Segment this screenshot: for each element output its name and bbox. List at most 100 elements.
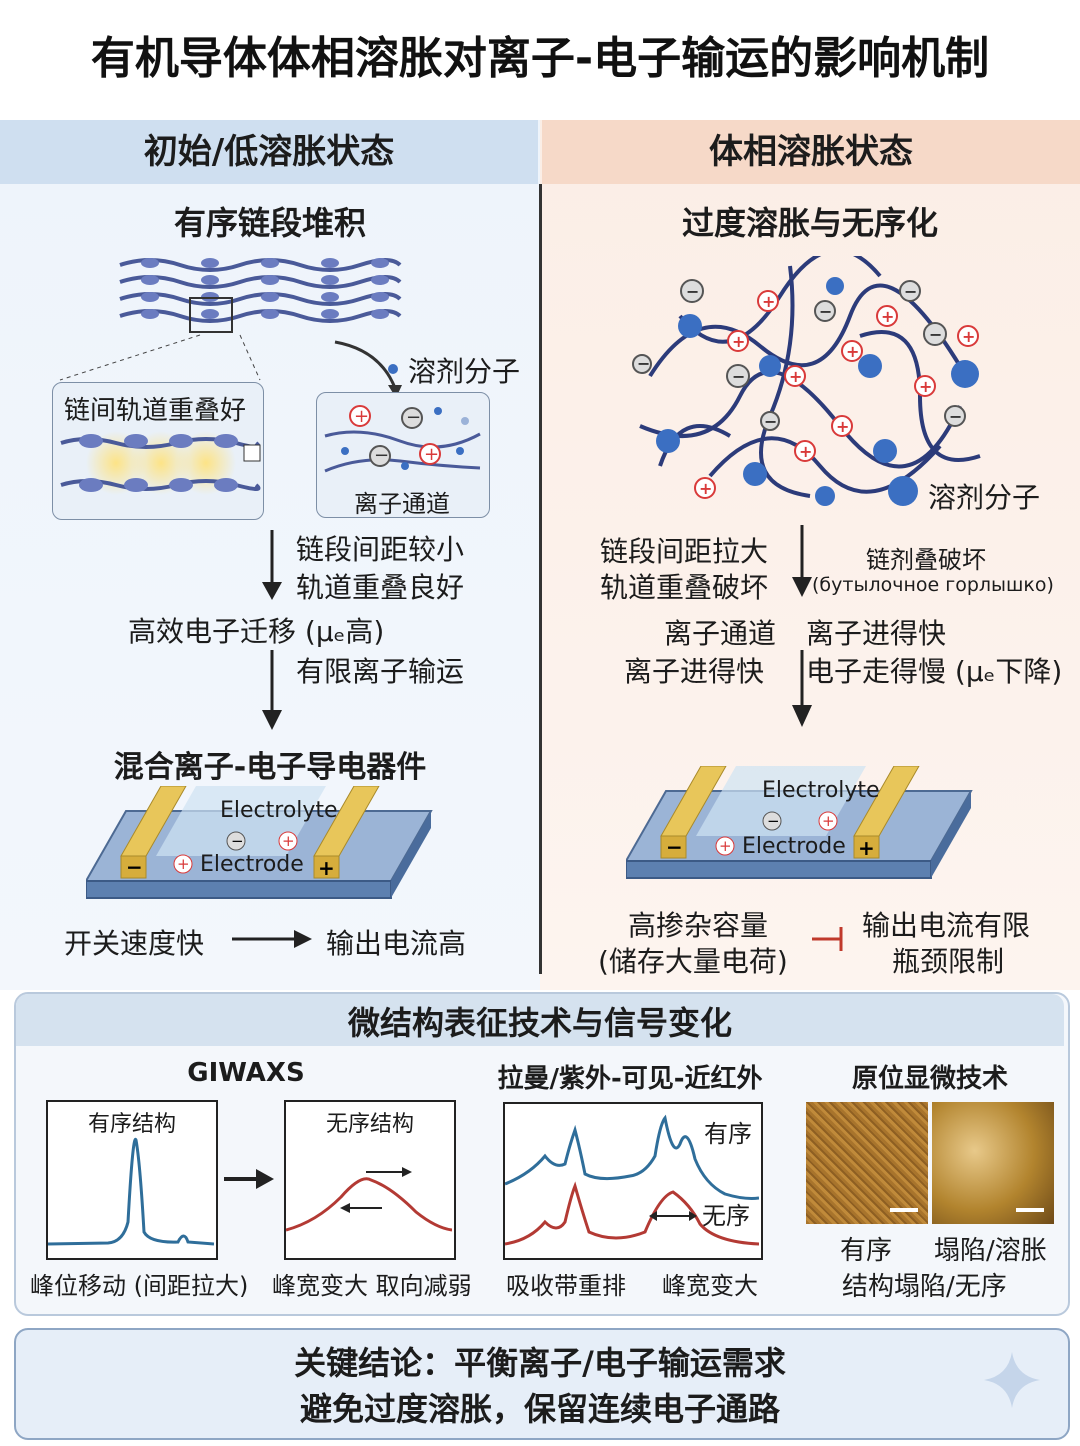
giwaxs-caption-2: 峰宽变大 取向减弱 (272, 1272, 472, 1300)
svg-text:−: − (949, 407, 962, 426)
right-electrolyte-label: Electrolyte (762, 778, 880, 803)
right-outcome-a1: 高掺杂容量 (628, 909, 769, 942)
svg-text:−: − (231, 832, 244, 850)
spectro-caption-2: 峰宽变大 (662, 1272, 758, 1300)
svg-text:+: + (354, 406, 369, 427)
left-subtitle: 有序链段堆积 (173, 204, 366, 242)
tech-header-bar (16, 994, 1064, 1046)
svg-text:+: + (919, 377, 932, 396)
left-solvent-label: 溶剂分子 (408, 355, 521, 388)
left-electrolyte-label: Electrolyte (220, 798, 338, 823)
orbital-overlap-label: 链间轨道重叠好 (64, 396, 247, 426)
svg-text:−: − (732, 367, 745, 386)
left-electrode-label: Electrode (200, 852, 304, 877)
micro-collapsed-label: 塌陷/溶胀 (934, 1236, 1047, 1266)
svg-text:−: − (767, 812, 780, 830)
giwaxs-caption-1: 峰位移动 (间距拉大) (30, 1272, 249, 1300)
svg-text:+: + (881, 307, 894, 326)
svg-text:+: + (699, 479, 712, 498)
micro-ordered-label: 有序 (840, 1236, 893, 1266)
left-outcome-b: 输出电流高 (326, 927, 467, 960)
zoom-guide-lines (59, 334, 402, 398)
page-title: 有机导体体相溶胀对离子-电子输运的影响机制 (90, 33, 990, 84)
left-header: 初始/低溶胀状态 (0, 120, 538, 184)
left-result-2: 有限离子输运 (296, 655, 465, 688)
svg-text:+: + (282, 832, 295, 850)
right-side-2: (бутылочное горлышко) (812, 574, 1054, 596)
left-outcome-arrow (232, 930, 312, 948)
spectro-title: 拉曼/紫外-可见-近红外 (497, 1064, 763, 1094)
right-subtitle: 过度溶胀与无序化 (681, 204, 938, 242)
right-outcome-b2: 瓶颈限制 (892, 945, 1005, 978)
svg-text:−: − (637, 354, 650, 373)
orbital-overlap-illustration (60, 431, 261, 495)
conclusion-line-1: 关键结论：平衡离子/电子输运需求 (294, 1344, 786, 1382)
right-device-illustration: − + − + + (626, 766, 973, 879)
svg-text:+: + (858, 836, 875, 860)
right-effect-2: 轨道重叠破坏 (600, 571, 769, 604)
scale-bar-icon (890, 1208, 918, 1212)
svg-text:+: + (962, 327, 975, 346)
svg-text:−: − (764, 412, 777, 431)
ordered-chains-illustration (119, 258, 402, 333)
giwaxs-title: GIWAXS (187, 1058, 305, 1088)
inhibit-arrow-icon (812, 927, 843, 951)
right-outcome-b1: 输出电流有限 (862, 909, 1031, 942)
disordered-chains-illustration: ++++++++++ −−−−−−−− (632, 256, 981, 506)
micro-title: 原位显微技术 (851, 1064, 1008, 1094)
right-electrode-label: Electrode (742, 834, 846, 859)
giwaxs-disordered-label: 无序结构 (325, 1112, 414, 1137)
svg-text:−: − (929, 325, 942, 344)
svg-text:+: + (799, 442, 812, 461)
svg-text:+: + (822, 812, 835, 830)
svg-text:+: + (719, 837, 732, 855)
giwaxs-transition-arrow (224, 1169, 274, 1189)
svg-text:−: − (126, 855, 143, 879)
ion-channel-illustration: + − − + (324, 405, 481, 473)
spectro-plot (503, 1102, 763, 1260)
micro-collapsed-image (932, 1102, 1054, 1224)
left-device-illustration: − + − + + (86, 786, 433, 899)
right-mid-right-1: 离子进得快 (806, 617, 947, 650)
right-mid-right-2: 电子走得慢 (μₑ下降) (806, 655, 1063, 688)
left-effect-2: 轨道重叠良好 (296, 571, 465, 604)
svg-text:−: − (686, 282, 699, 301)
left-result-1: 高效电子迁移 (μₑ高) (128, 615, 385, 648)
giwaxs-ordered-label: 有序结构 (87, 1112, 176, 1137)
svg-text:+: + (836, 417, 849, 436)
giwaxs-disordered-curve (286, 1167, 452, 1232)
svg-text:+: + (732, 332, 745, 351)
ion-channel-label: 离子通道 (354, 490, 450, 518)
right-flow-arrows (792, 525, 812, 727)
svg-text:+: + (177, 855, 190, 873)
tech-header: 微结构表征技术与信号变化 (347, 1004, 732, 1042)
spectro-curves (505, 1114, 759, 1246)
right-outcome-a2: (储存大量电荷) (598, 945, 788, 978)
right-effect-1: 链段间距拉大 (600, 535, 769, 568)
solvent-dot-icon (388, 364, 398, 374)
right-mid-left-1: 离子通道 (664, 617, 777, 650)
svg-text:−: − (406, 407, 421, 428)
spectro-ordered-label: 有序 (704, 1120, 752, 1148)
svg-text:+: + (424, 444, 439, 465)
spectro-caption-1: 吸收带重排 (506, 1272, 626, 1300)
svg-text:−: − (904, 282, 917, 301)
right-side-1: 链剂叠破坏 (866, 546, 986, 574)
micro-caption: 结构塌陷/无序 (842, 1272, 1007, 1302)
spectro-disordered-label: 无序 (702, 1202, 750, 1230)
right-header: 体相溶胀状态 (542, 120, 1080, 184)
svg-text:−: − (666, 835, 683, 859)
conclusion-box (14, 1328, 1070, 1440)
svg-text:−: − (819, 302, 832, 321)
scale-bar-icon (1016, 1208, 1044, 1212)
left-effect-1: 链段间距较小 (296, 533, 465, 566)
micro-ordered-image (806, 1102, 928, 1224)
svg-text:+: + (762, 292, 775, 311)
left-flow-arrows (262, 530, 282, 730)
right-solvent-icon (888, 476, 918, 506)
svg-text:+: + (318, 856, 335, 880)
left-outcome-a: 开关速度快 (64, 927, 205, 960)
right-solvent-label: 溶剂分子 (928, 481, 1041, 514)
panel-divider (539, 184, 542, 974)
right-mid-left-2: 离子进得快 (624, 655, 765, 688)
